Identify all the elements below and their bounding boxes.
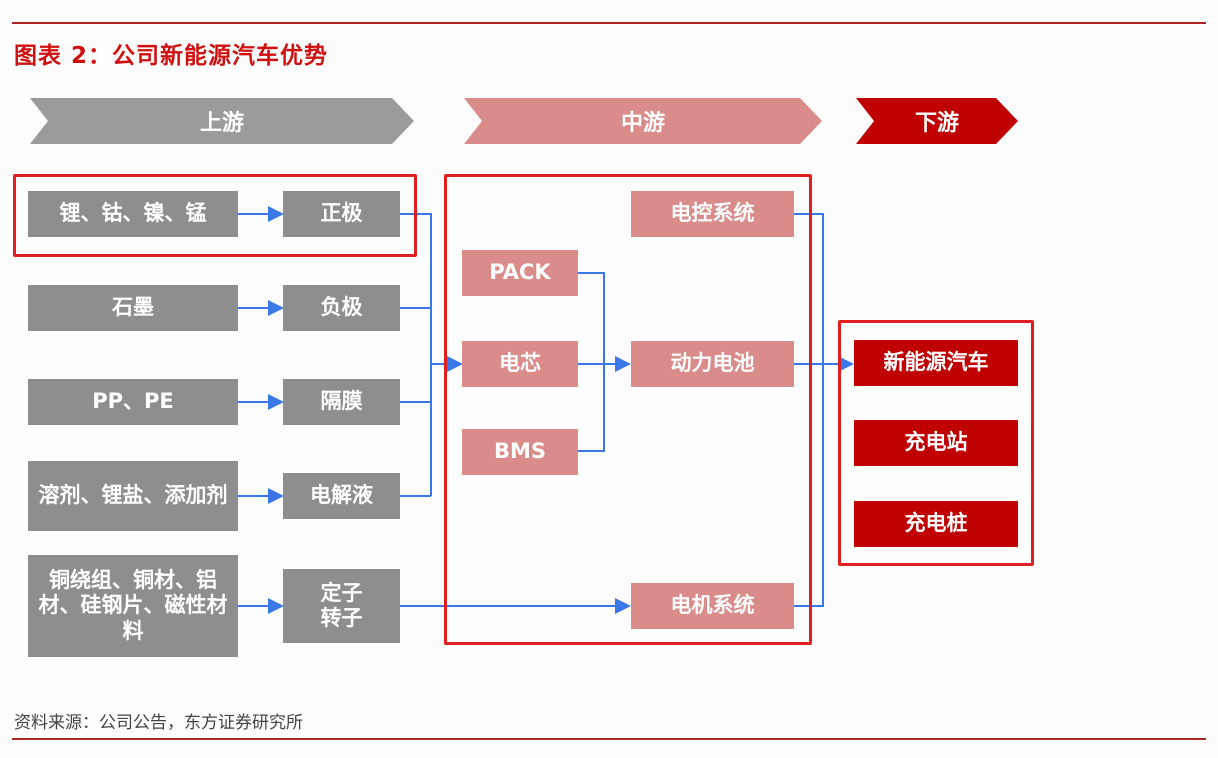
system-box: 电机系统: [631, 583, 794, 629]
stage-midstream: 中游: [620, 111, 665, 136]
component-box: 隔膜: [283, 379, 400, 425]
downstream-banner: [856, 98, 1018, 144]
midstream-banner: [464, 98, 822, 144]
battery-part-box: PACK: [462, 250, 578, 296]
battery-part-box: 电芯: [462, 341, 578, 387]
downstream-highlight-frame: [838, 320, 1034, 566]
material-box: 溶剂、锂盐、添加剂: [28, 461, 238, 531]
bottom-rule: [12, 738, 1206, 740]
downstream-box: 新能源汽车: [854, 340, 1018, 386]
battery-part-box: BMS: [462, 429, 578, 475]
cathode-highlight-frame: [13, 174, 417, 257]
upstream-banner: [30, 98, 414, 144]
stage-upstream: 上游: [199, 111, 244, 136]
figure-title: 图表 2：公司新能源汽车优势: [14, 43, 329, 69]
component-box: 定子 转子: [283, 569, 400, 643]
stage-downstream: 下游: [914, 111, 959, 136]
battery-parts-bus: [578, 272, 605, 452]
material-box: 锂、钴、镍、锰: [28, 191, 238, 237]
downstream-box: 充电站: [854, 420, 1018, 466]
system-box: 动力电池: [631, 341, 794, 387]
material-box: 石墨: [28, 285, 238, 331]
midstream-highlight-frame: [444, 174, 812, 645]
component-box: 负极: [283, 285, 400, 331]
material-box: 铜绕组、铜材、铝材、硅钢片、磁性材料: [28, 555, 238, 657]
component-box: 正极: [283, 191, 400, 237]
system-box: 电控系统: [631, 191, 794, 237]
material-box: PP、PE: [28, 379, 238, 425]
top-rule: [12, 22, 1206, 24]
systems-bus: [794, 213, 824, 607]
components-bus: [400, 213, 432, 497]
source-note: 资料来源：公司公告，东方证券研究所: [14, 713, 303, 733]
downstream-box: 充电桩: [854, 501, 1018, 547]
component-box: 电解液: [283, 473, 400, 519]
